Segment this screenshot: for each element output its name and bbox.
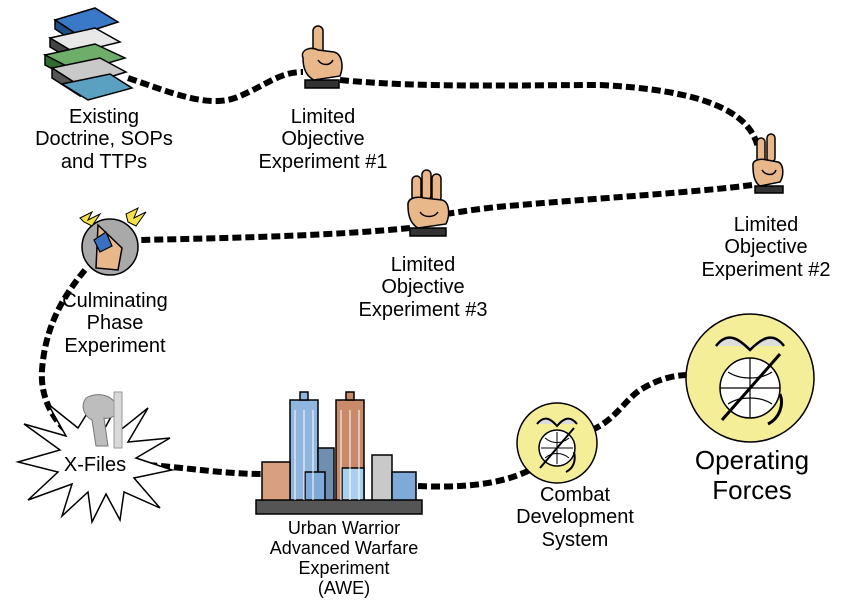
path-loe3-to-culminating xyxy=(139,225,411,243)
node-label-culminating: Culminating Phase Experiment xyxy=(62,290,168,357)
node-label-loe1: Limited Objective Experiment #1 xyxy=(258,106,388,173)
path-loe2-to-loe3 xyxy=(445,182,753,217)
path-culminating-to-xfiles xyxy=(38,268,88,443)
three-finger-hand-icon xyxy=(407,169,450,237)
two-finger-hand-icon xyxy=(752,133,784,194)
path-doctrine-to-loe1 xyxy=(127,69,304,105)
node-label-loe3: Limited Objective Experiment #3 xyxy=(358,254,488,321)
node-label-awe: Urban Warrior Advanced Warfare Experimen… xyxy=(269,518,419,599)
eagle-globe-anchor-icon xyxy=(516,402,598,484)
city-skyline-icon xyxy=(255,391,423,515)
path-loe1-to-loe2 xyxy=(339,77,761,149)
path-awe-to-cds xyxy=(417,467,532,490)
explosion-icon xyxy=(15,391,175,525)
roadmap-path xyxy=(38,69,761,490)
node-label-loe2: Limited Objective Experiment #2 xyxy=(701,214,831,281)
path-cds-to-forces xyxy=(590,372,691,433)
one-finger-hand-icon xyxy=(301,25,343,89)
lightning-fist-icon xyxy=(79,206,147,276)
node-label-forces: Operating Forces xyxy=(694,445,810,505)
node-label-cds: Combat Development System xyxy=(516,484,634,551)
node-label-xfiles: X-Files xyxy=(63,454,127,476)
path-xfiles-to-awe xyxy=(147,462,263,477)
books-icon xyxy=(42,7,134,101)
eagle-globe-anchor-large-icon xyxy=(685,313,815,443)
node-label-doctrine: Existing Doctrine, SOPs and TTPs xyxy=(35,106,173,173)
